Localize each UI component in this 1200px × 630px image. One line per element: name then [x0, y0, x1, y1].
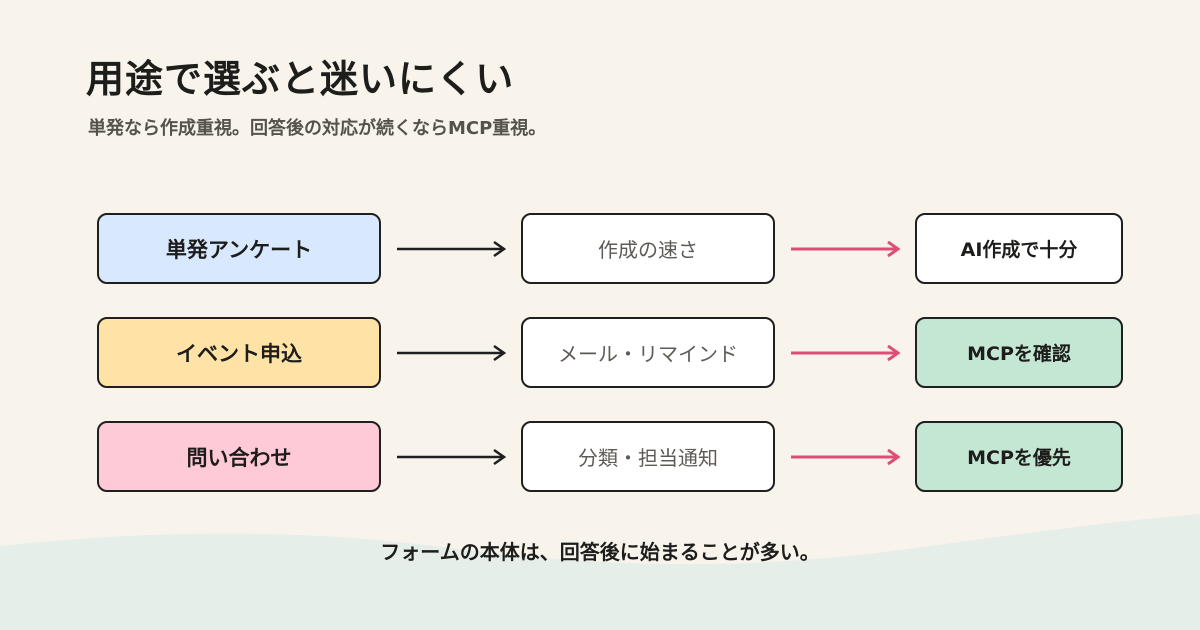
- feature-box-mail-reminder: メール・リマインド: [521, 317, 775, 388]
- category-label: 単発アンケート: [165, 237, 313, 262]
- page-subtitle: 単発なら作成重視。回答後の対応が続くならMCP重視。: [88, 118, 547, 139]
- result-box-check-mcp: MCPを確認: [915, 317, 1123, 388]
- category-box-single-survey: 単発アンケート: [97, 213, 381, 284]
- result-box-prioritize-mcp: MCPを優先: [915, 421, 1123, 492]
- feature-box-creation-speed: 作成の速さ: [521, 213, 775, 284]
- arrow-row-1-b: [791, 240, 901, 258]
- footer-note: フォームの本体は、回答後に始まることが多い。: [380, 540, 820, 564]
- feature-label: 作成の速さ: [598, 238, 698, 262]
- category-box-event-registration: イベント申込: [97, 317, 381, 388]
- feature-label: メール・リマインド: [558, 342, 738, 366]
- result-label: MCPを確認: [967, 343, 1071, 365]
- arrow-row-2-a: [397, 344, 507, 362]
- result-label: AI作成で十分: [960, 239, 1078, 261]
- feature-box-classification-notification: 分類・担当通知: [521, 421, 775, 492]
- result-label: MCPを優先: [967, 447, 1071, 469]
- arrow-row-3-b: [791, 448, 901, 466]
- page-title: 用途で選ぶと迷いにくい: [86, 57, 515, 101]
- category-label: イベント申込: [176, 341, 302, 366]
- feature-label: 分類・担当通知: [578, 446, 718, 470]
- arrow-row-1-a: [397, 240, 507, 258]
- category-box-inquiry: 問い合わせ: [97, 421, 381, 492]
- arrow-row-3-a: [397, 448, 507, 466]
- arrow-row-2-b: [791, 344, 901, 362]
- category-label: 問い合わせ: [186, 445, 292, 470]
- result-box-ai-enough: AI作成で十分: [915, 213, 1123, 284]
